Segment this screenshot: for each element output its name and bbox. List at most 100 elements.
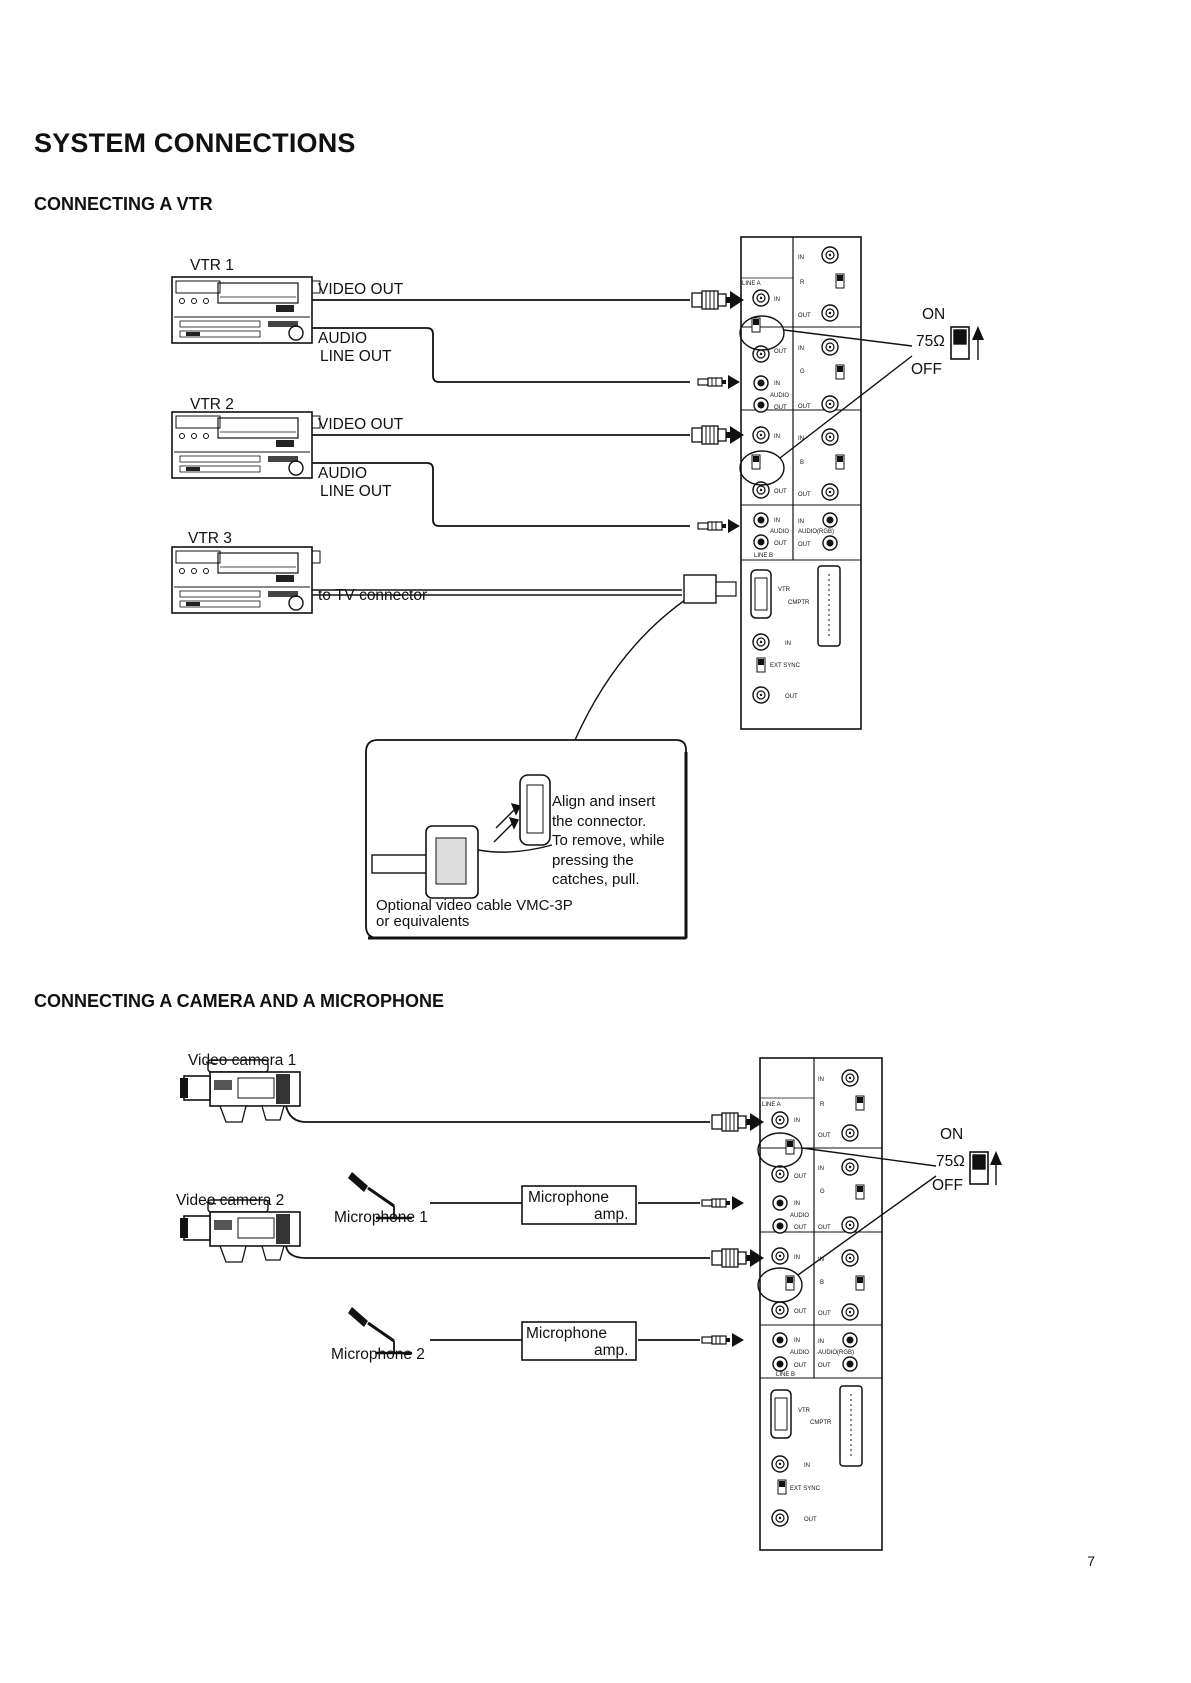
vtr1-audio-label: AUDIO [318,330,368,347]
svg-text:IN: IN [798,519,804,525]
svg-text:OUT: OUT [818,1311,831,1317]
vtr2-line-out-label: LINE OUT [320,483,392,500]
svg-text:IN: IN [794,1201,800,1207]
svg-text:R: R [820,1102,825,1108]
rear-panel-bottom [759,1057,883,1551]
panel-text-bottom: LINE A IN OUT IN AUDIO OUT IN OUT IN AUD… [762,1077,854,1523]
svg-text:IN: IN [785,641,791,647]
panel-text-top: LINE A IN OUT IN AUDIO OUT IN OUT IN AUD… [742,255,834,700]
svg-text:OUT: OUT [818,1133,831,1139]
vtr3-tv-connector-label: to TV connector [318,587,428,604]
amp2-label-line2: amp. [594,1342,629,1359]
svg-text:OUT: OUT [774,405,787,411]
vtr1-deck-illustration [171,276,321,344]
svg-text:OUT: OUT [798,492,811,498]
amp1-label-line2: amp. [594,1206,629,1223]
svg-text:AUDIO(RGB): AUDIO(RGB) [818,1350,854,1356]
vtr2-deck-illustration [171,411,321,479]
svg-text:OUT: OUT [798,404,811,410]
svg-text:LINE B: LINE B [776,1372,795,1378]
vtr3-deck-illustration [171,546,321,614]
camera2-label: Video camera 2 [176,1192,285,1209]
amp2-label-line1: Microphone [526,1325,607,1342]
switch-ohm-label-bottom: 75Ω [936,1153,965,1170]
vtr2-label: VTR 2 [190,396,234,413]
svg-text:IN: IN [818,1077,824,1083]
section-heading-camera: CONNECTING A CAMERA AND A MICROPHONE [34,991,444,1011]
svg-text:IN: IN [774,297,780,303]
svg-text:IN: IN [774,381,780,387]
svg-text:VTR: VTR [778,587,791,593]
section-heading-vtr: CONNECTING A VTR [34,194,213,214]
svg-text:OUT: OUT [794,1174,807,1180]
svg-text:OUT: OUT [798,313,811,319]
microphone1-label: Microphone 1 [334,1209,428,1226]
camera1-label: Video camera 1 [188,1052,297,1069]
svg-text:G: G [820,1189,825,1195]
svg-text:IN: IN [798,255,804,261]
svg-text:EXT SYNC: EXT SYNC [770,663,801,669]
vtr1-label: VTR 1 [190,257,234,274]
svg-text:OUT: OUT [785,694,798,700]
vtr2-audio-label: AUDIO [318,465,368,482]
svg-text:OUT: OUT [798,542,811,548]
switch-on-label-top: ON [922,306,946,323]
tv-connector-plug [683,574,717,604]
svg-text:IN: IN [804,1463,810,1469]
switch-ohm-label-top: 75Ω [916,333,945,350]
switch-off-label-bottom: OFF [932,1177,963,1194]
svg-text:OUT: OUT [774,489,787,495]
svg-text:AUDIO: AUDIO [770,529,789,535]
svg-text:IN: IN [774,434,780,440]
svg-text:IN: IN [818,1257,824,1263]
microphone-amp-1-box [521,1185,637,1225]
svg-text:IN: IN [818,1166,824,1172]
svg-text:CMPTR: CMPTR [788,600,810,606]
svg-text:VTR: VTR [798,1408,811,1414]
svg-text:G: G [800,369,805,375]
svg-text:OUT: OUT [794,1363,807,1369]
cables-bottom [285,1105,710,1341]
svg-text:IN: IN [794,1338,800,1344]
svg-text:OUT: OUT [794,1309,807,1315]
page-number: 7 [1087,1553,1095,1569]
vtr1-line-out-label: LINE OUT [320,348,392,365]
svg-text:IN: IN [794,1255,800,1261]
microphone-amp-2-box [521,1321,637,1361]
svg-text:CMPTR: CMPTR [810,1420,832,1426]
svg-text:EXT SYNC: EXT SYNC [790,1486,821,1492]
connector-instructions: Align and insert the connector. To remov… [552,793,665,888]
svg-text:IN: IN [798,436,804,442]
svg-text:OUT: OUT [818,1225,831,1231]
video-in-jack-line-a [752,289,770,307]
svg-text:B: B [800,460,804,466]
svg-text:AUDIO: AUDIO [770,393,789,399]
microphone2-label: Microphone 2 [331,1346,425,1363]
svg-text:B: B [820,1280,824,1286]
switch-off-label-top: OFF [911,361,942,378]
page-title: SYSTEM CONNECTIONS [34,128,356,158]
vtr3-label: VTR 3 [188,530,232,547]
svg-text:LINE A: LINE A [762,1102,781,1108]
vtr1-video-out-label: VIDEO OUT [318,281,404,298]
svg-text:IN: IN [798,346,804,352]
svg-text:AUDIO: AUDIO [790,1213,809,1219]
svg-text:R: R [800,280,805,286]
cables-top [312,299,701,741]
connector-inset [365,739,688,940]
svg-text:AUDIO: AUDIO [790,1350,809,1356]
svg-text:LINE A: LINE A [742,281,761,287]
svg-text:OUT: OUT [804,1517,817,1523]
svg-text:OUT: OUT [774,349,787,355]
cable-note: Optional video cable VMC-3P or equivalen… [376,897,573,930]
svg-text:IN: IN [774,518,780,524]
termination-callout-top [739,315,984,486]
vtr2-video-out-label: VIDEO OUT [318,416,404,433]
svg-text:IN: IN [794,1118,800,1124]
svg-text:OUT: OUT [794,1225,807,1231]
rear-panel-top [740,236,862,730]
vtr-connector [750,569,772,619]
svg-text:LINE B: LINE B [754,553,773,559]
amp1-label-line1: Microphone [528,1189,609,1206]
